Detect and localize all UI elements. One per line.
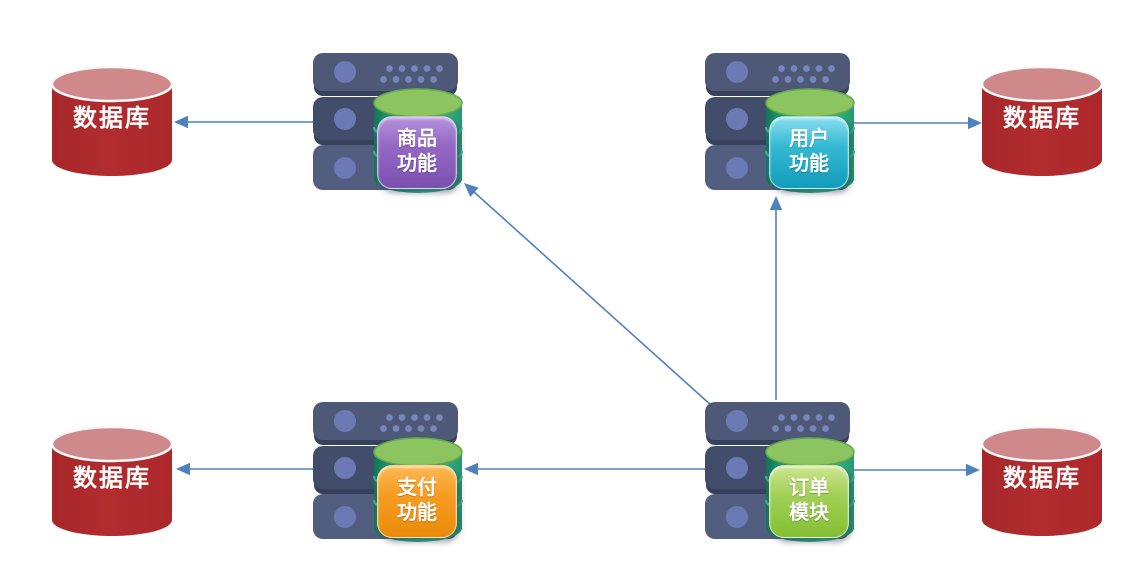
server-bar — [705, 402, 850, 440]
server-module-order: 订单 模块 — [705, 402, 855, 542]
drive-bay-circle-icon — [726, 107, 748, 130]
module-badge-payment: 支付 功能 — [377, 465, 457, 538]
arrow-product-to-db-top-left — [174, 115, 315, 129]
module-label-line: 用户 — [789, 128, 829, 150]
module-label-line: 商品 — [397, 128, 437, 150]
server-module-payment: 支付 功能 — [313, 402, 463, 542]
database-label: 数据库 — [73, 105, 151, 132]
drive-bay-circle-icon — [726, 456, 748, 479]
vent-dots-icon — [772, 414, 840, 432]
arrow-order-to-db-bottom-right — [852, 463, 980, 477]
drive-bay-circle-icon — [726, 410, 748, 432]
drive-bay-circle-icon — [334, 456, 356, 479]
server-bar — [313, 402, 458, 440]
module-label-line: 模块 — [789, 502, 829, 524]
arrow-order-to-user — [769, 196, 783, 400]
module-label-line: 功能 — [397, 153, 437, 175]
arrow-order-to-payment — [464, 462, 712, 476]
module-label-line: 订单 — [789, 477, 829, 499]
database-label: 数据库 — [1003, 465, 1081, 492]
arrow-user-to-db-top-right — [852, 116, 982, 130]
database-label: 数据库 — [1003, 105, 1081, 132]
database-label: 数据库 — [73, 465, 151, 492]
drive-bay-circle-icon — [726, 156, 748, 179]
database-cylinder-icon — [50, 65, 174, 176]
arrow-order-to-product — [464, 183, 713, 407]
database-node-bottom-left: 数据库 — [49, 418, 175, 542]
vent-dots-icon — [380, 414, 448, 432]
module-label-line: 功能 — [789, 153, 829, 175]
module-badge-order: 订单 模块 — [769, 465, 849, 538]
module-label-line: 支付 — [397, 477, 437, 499]
database-cylinder-icon — [980, 65, 1104, 176]
database-node-bottom-right: 数据库 — [979, 418, 1105, 542]
module-badge-product: 商品 功能 — [377, 116, 457, 189]
drive-bay-circle-icon — [334, 156, 356, 179]
database-node-top-left: 数据库 — [49, 58, 175, 182]
server-bar — [313, 53, 458, 91]
vent-dots-icon — [380, 65, 448, 83]
drive-bay-circle-icon — [726, 505, 748, 528]
drive-bay-circle-icon — [334, 505, 356, 528]
database-cylinder-icon — [50, 425, 174, 536]
server-module-product: 商品 功能 — [313, 53, 463, 193]
drive-bay-circle-icon — [334, 61, 356, 83]
arrow-payment-to-db-bottom-left — [176, 462, 315, 476]
module-label-line: 功能 — [397, 502, 437, 524]
drive-bay-circle-icon — [726, 61, 748, 83]
drive-bay-circle-icon — [334, 410, 356, 432]
server-bar — [705, 53, 850, 91]
database-node-top-right: 数据库 — [979, 58, 1105, 182]
drive-bay-circle-icon — [334, 107, 356, 130]
vent-dots-icon — [772, 65, 840, 83]
server-module-user: 用户 功能 — [705, 53, 855, 193]
database-cylinder-icon — [980, 425, 1104, 536]
module-badge-user: 用户 功能 — [769, 116, 849, 189]
